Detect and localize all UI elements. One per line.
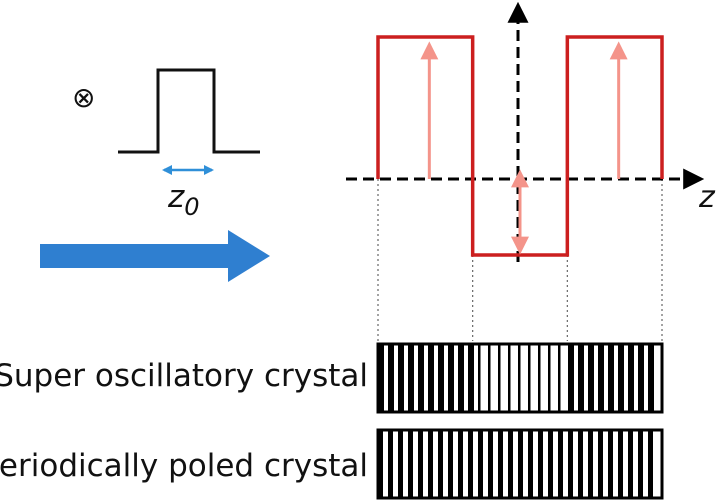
crystal-domain	[578, 344, 584, 412]
crystal-domain	[498, 344, 501, 412]
crystal-domain	[448, 430, 453, 498]
crystal-domain	[608, 344, 614, 412]
poling-profile	[376, 35, 664, 257]
crystal-domain	[558, 344, 561, 412]
z-axis-label: z	[699, 180, 715, 215]
crystal-domain	[398, 344, 404, 412]
crystal-domain	[578, 430, 583, 498]
crystal-domain	[648, 344, 654, 412]
crystal-domain	[598, 344, 604, 412]
crystal-domain	[478, 344, 481, 412]
crystal-domain	[468, 430, 473, 498]
crystal-domain	[378, 430, 383, 498]
crystal-domain	[638, 344, 644, 412]
super-oscillatory-crystal	[376, 342, 664, 414]
crystal-domain	[508, 344, 511, 412]
crystal-domain	[478, 430, 483, 498]
crystal-domain	[598, 430, 603, 498]
super-oscillatory-label: Super oscillatory crystal	[0, 358, 368, 394]
crystal-domain	[488, 430, 493, 498]
crystal-domain	[428, 344, 434, 412]
propagation-arrow-icon	[40, 230, 270, 282]
crystal-domain	[588, 430, 593, 498]
crystal-domain	[538, 430, 543, 498]
crystal-domain	[508, 430, 513, 498]
segment-guides	[377, 179, 663, 341]
crystal-domain	[518, 430, 523, 498]
crystal-domain	[518, 344, 521, 412]
crystal-domain	[448, 344, 454, 412]
crystal-domain	[428, 430, 433, 498]
crystal-domain	[398, 430, 403, 498]
crystal-domain	[468, 344, 474, 412]
into-page-symbol: ⊗	[72, 81, 96, 114]
crystal-domain	[418, 344, 424, 412]
crystal-domain	[618, 344, 624, 412]
crystal-domain	[548, 430, 553, 498]
crystal-domain	[488, 344, 491, 412]
crystal-domain	[628, 430, 633, 498]
crystal-domain	[568, 430, 573, 498]
crystal-domain	[498, 430, 503, 498]
periodically-poled-label: Periodically poled crystal	[0, 448, 368, 484]
crystal-domain	[558, 430, 563, 498]
crystal-domain	[548, 344, 551, 412]
crystal-domain	[458, 430, 463, 498]
crystal-domain	[458, 344, 464, 412]
crystal-domain	[538, 344, 541, 412]
crystal-domain	[628, 344, 634, 412]
periodically-poled-crystal	[376, 428, 664, 500]
crystal-domain	[568, 344, 574, 412]
crystal-domain	[378, 344, 384, 412]
crystal-domain	[438, 430, 443, 498]
square-pulse	[118, 68, 260, 154]
crystal-domain	[528, 344, 531, 412]
pulse-width-label: z0	[168, 179, 200, 221]
poling-direction-arrows	[420, 41, 628, 255]
crystal-domain	[408, 344, 414, 412]
crystal-domain	[648, 430, 653, 498]
crystal-domain	[388, 430, 393, 498]
crystal-domain	[638, 430, 643, 498]
crystal-domain	[528, 430, 533, 498]
crystal-domain	[438, 344, 444, 412]
crystal-domain	[418, 430, 423, 498]
crystal-domain	[588, 344, 594, 412]
crystal-domain	[608, 430, 613, 498]
crystal-domain	[618, 430, 623, 498]
crystal-domain	[408, 430, 413, 498]
crystal-domain	[388, 344, 394, 412]
